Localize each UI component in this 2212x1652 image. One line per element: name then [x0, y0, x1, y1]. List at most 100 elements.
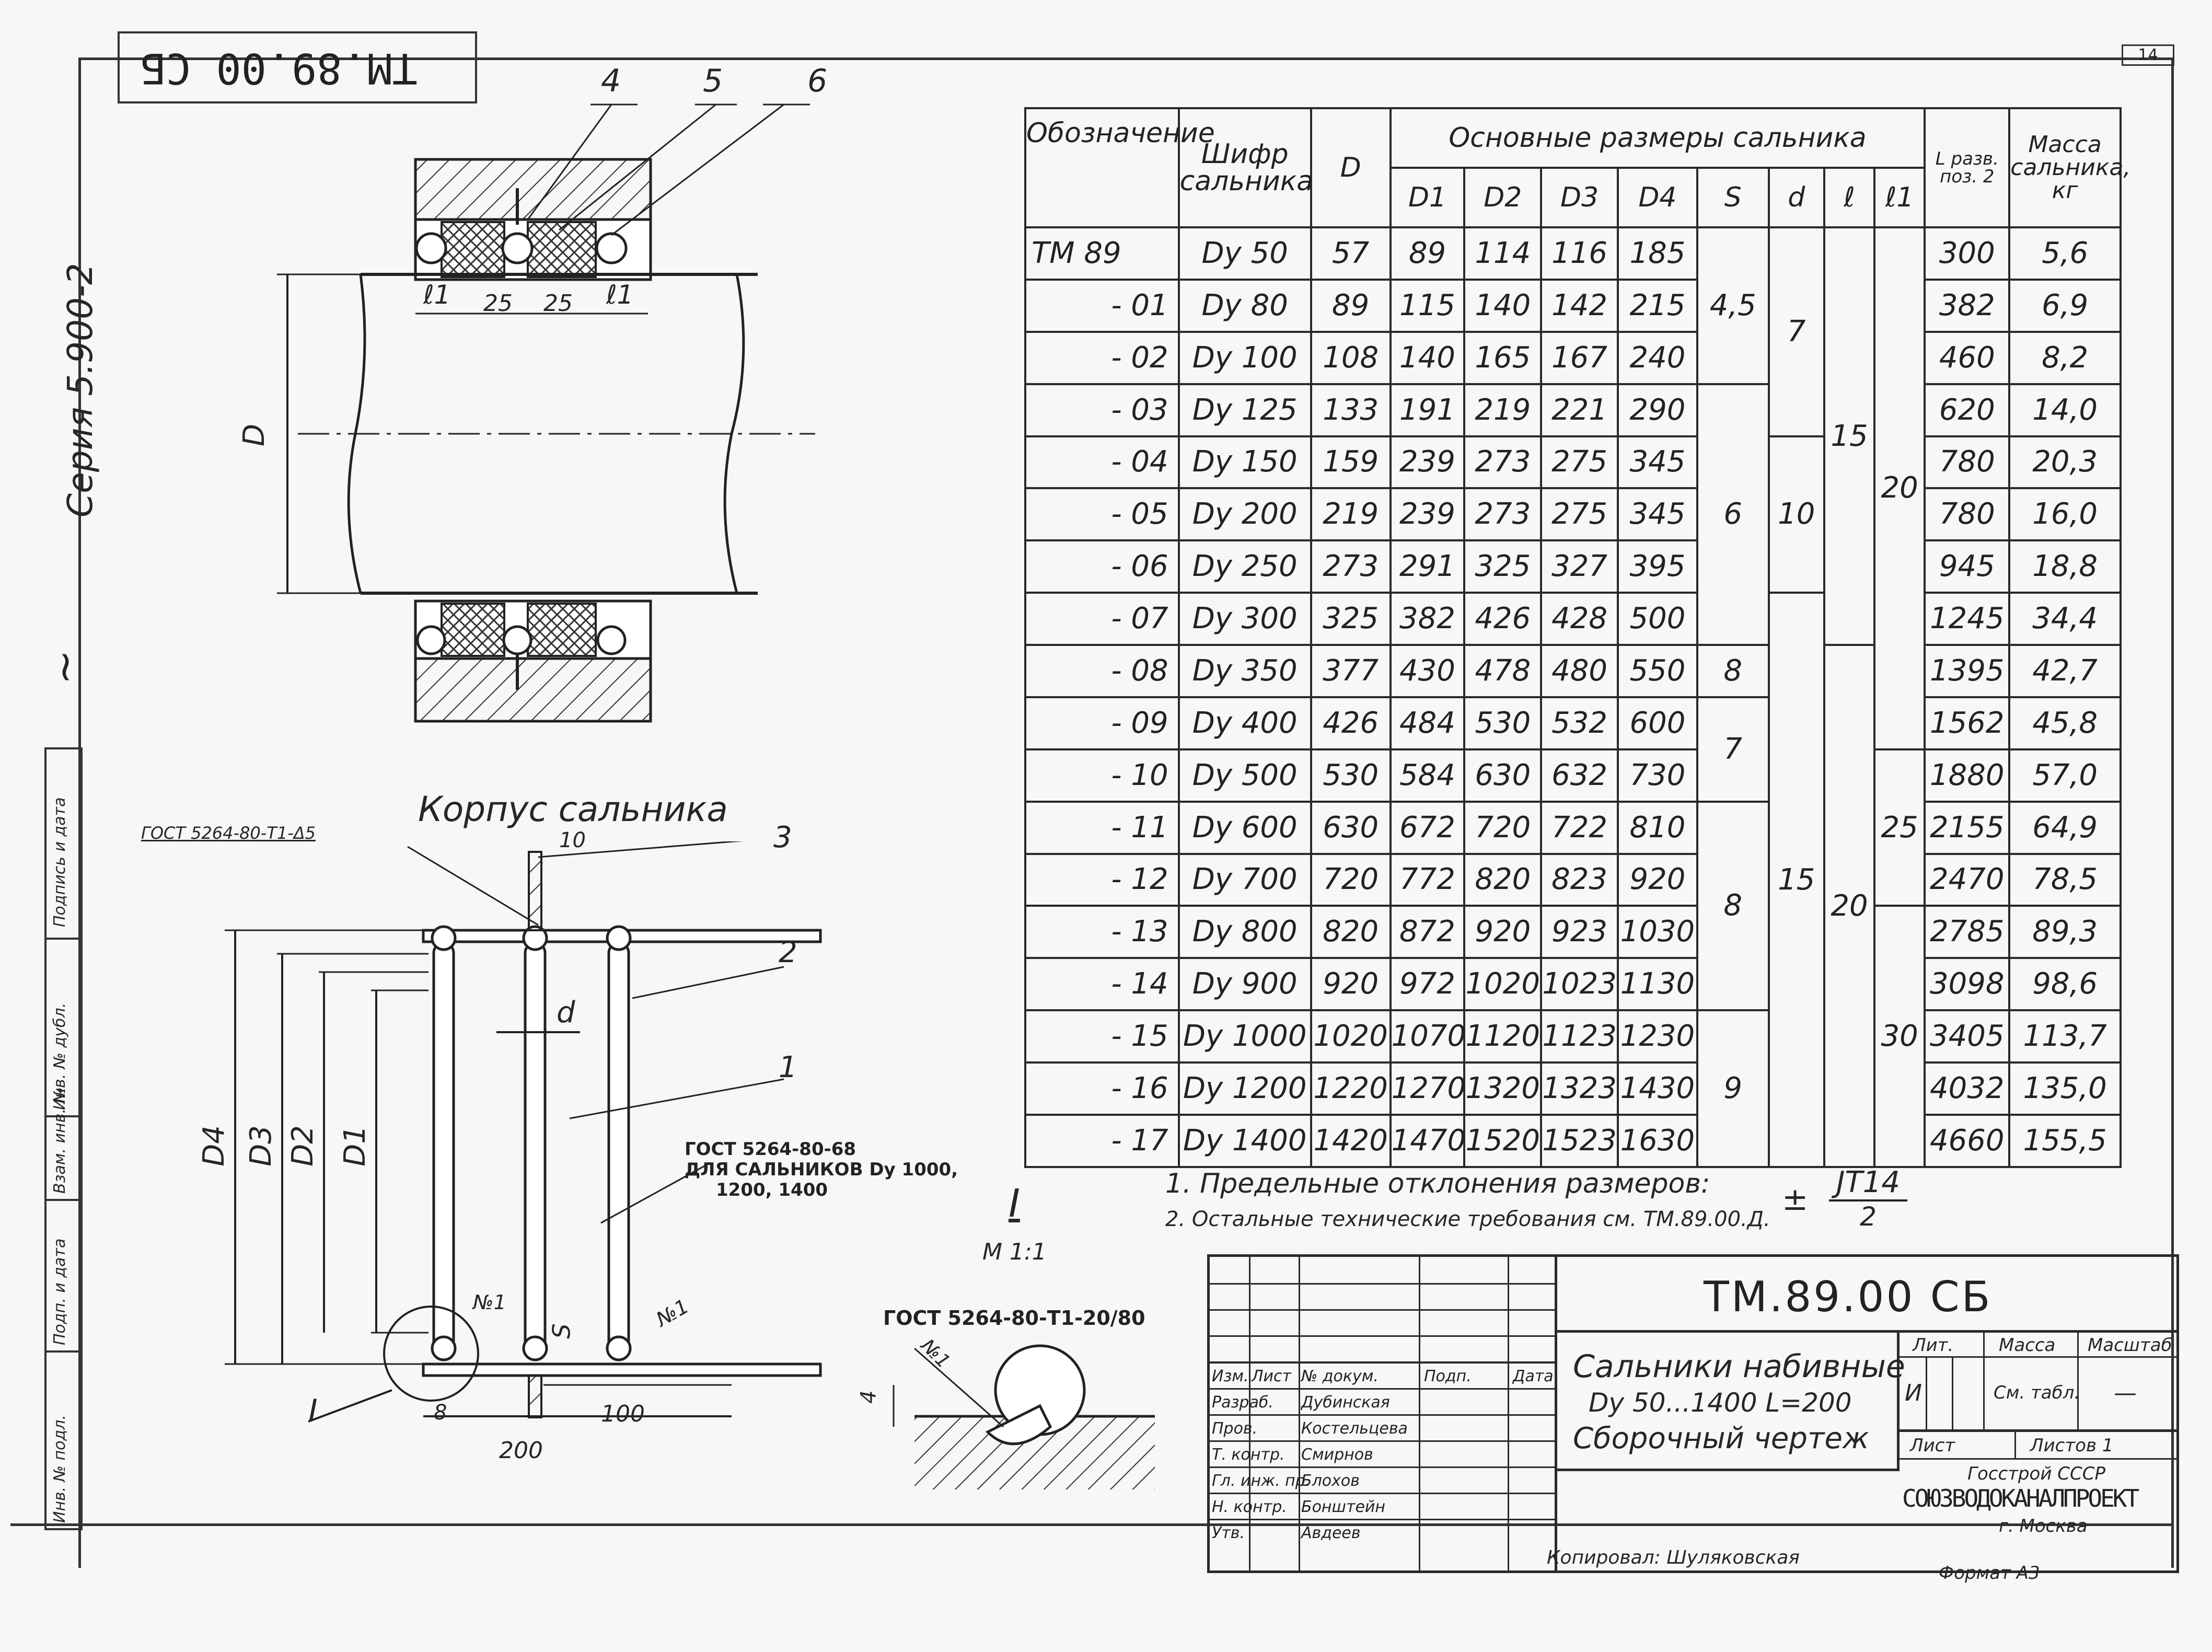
revision-empty-rows	[1210, 1257, 1555, 1364]
cell-des: - 17	[1024, 1113, 1180, 1169]
table-row: - 04 Dу 150 159 239 273 275 345 10 780 2…	[1024, 435, 2122, 594]
th-D2: D2	[1463, 167, 1543, 228]
head-doc: № докум.	[1301, 1367, 1379, 1385]
cell-D: 820	[1310, 905, 1392, 960]
cell-mass: 45,8	[2008, 696, 2122, 750]
cell-D: 630	[1310, 800, 1392, 855]
cell-D: 108	[1310, 330, 1392, 385]
tolerance-sign: ±	[1782, 1181, 1809, 1218]
cell-des: - 12	[1024, 852, 1180, 907]
cell-cipher: Dу 700	[1177, 852, 1312, 907]
th-D: D	[1310, 107, 1392, 228]
cell-D3: 1523	[1540, 1113, 1619, 1169]
person-name: Бонштейн	[1301, 1498, 1386, 1516]
dim-D3: D3	[244, 1125, 278, 1166]
cell-cipher: Dу 250	[1177, 539, 1312, 594]
cell-L: 3405	[1924, 1009, 2011, 1064]
cell-mass: 6,9	[2008, 278, 2122, 333]
cell-des: - 14	[1024, 957, 1180, 1012]
th-D1: D1	[1389, 167, 1466, 228]
cell-D3: 722	[1540, 800, 1619, 855]
detail-view-drawing	[893, 1344, 1155, 1489]
cell-D2: 1120	[1463, 1009, 1543, 1064]
table-row: - 09 Dу 400 426 484 530 532 600 7 1562 4…	[1024, 696, 2122, 803]
cell-L: 1562	[1924, 696, 2011, 750]
cell-D: 426	[1310, 696, 1392, 750]
cell-cipher: Dу 800	[1177, 905, 1312, 960]
cell-D2: 325	[1463, 539, 1543, 594]
spec-table: Обозначение Шифр сальника D Основные раз…	[1024, 107, 2130, 1169]
cell-des: - 09	[1024, 696, 1180, 750]
cell-D: 89	[1310, 278, 1392, 333]
frame-right	[2171, 57, 2174, 1568]
cell-D4: 500	[1617, 592, 1698, 646]
view-scale: М 1:1	[982, 1239, 1047, 1265]
cell-D4: 1130	[1617, 957, 1698, 1012]
cell-S: 9	[1696, 1009, 1770, 1168]
cell-D2: 920	[1463, 905, 1543, 960]
dim-10: 10	[559, 828, 586, 852]
cell-cipher: Dу 200	[1177, 487, 1312, 542]
cell-L: 460	[1924, 330, 2011, 385]
cell-l1: 20	[1873, 226, 1926, 750]
cell-D3: 923	[1540, 905, 1619, 960]
sheet-org-cell: Лист Листов 1 Госстрой СССР СОЮЗВОДОКАНА…	[1900, 1432, 2176, 1570]
cell-D3: 480	[1540, 644, 1619, 698]
frame-bottom	[10, 1523, 2174, 1526]
cell-D1: 772	[1389, 852, 1466, 907]
detail-dim: 4	[856, 1390, 881, 1404]
side-strip-3: Взам. инв. №	[51, 1087, 69, 1194]
dim-25-b: 25	[543, 290, 573, 317]
person-role: Т. контр.	[1212, 1446, 1285, 1464]
stamp-box: ТМ.89.00 СБ	[118, 31, 477, 103]
note-2: 2. Остальные технические требования см. …	[1165, 1207, 1770, 1231]
title-code: ТМ.89.00 СБ	[1704, 1273, 1993, 1321]
person-row: Утв. Авдеев	[1210, 1521, 1555, 1545]
th-l: ℓ	[1823, 167, 1876, 228]
table-row: - 13 Dу 800 820 872 920 923 1030 30 2785…	[1024, 905, 2122, 1168]
cell-D1: 382	[1389, 592, 1466, 646]
cell-D1: 672	[1389, 800, 1466, 855]
cell-cipher: Dу 300	[1177, 592, 1312, 646]
cell-cipher: Dу 1000	[1177, 1009, 1312, 1064]
cell-D: 133	[1310, 383, 1392, 437]
org-line-1: Госстрой СССР	[1967, 1463, 2105, 1484]
title-name-1: Сальники набивные	[1573, 1348, 1905, 1385]
gost-detail: ГОСТ 5264-80-Т1-20/80	[883, 1307, 1145, 1330]
series-label: Серия 5.900-2	[60, 263, 100, 517]
cell-cipher: Dу 80	[1177, 278, 1312, 333]
cell-mass: 155,5	[2008, 1113, 2122, 1169]
gost-mid-line3: 1200, 1400	[716, 1180, 828, 1201]
callout-4: 4	[601, 63, 621, 99]
cell-D1: 1070	[1389, 1009, 1466, 1064]
person-name: Смирнов	[1301, 1446, 1373, 1464]
mass-label: Масса	[1999, 1335, 2056, 1356]
cell-D4: 215	[1617, 278, 1698, 333]
dim-100: 100	[601, 1401, 645, 1427]
cell-D3: 532	[1540, 696, 1619, 750]
person-role: Утв.	[1212, 1524, 1245, 1542]
cell-des: - 10	[1024, 748, 1180, 803]
cell-l1: 25	[1873, 748, 1926, 907]
sheet-number: 14	[2122, 44, 2174, 66]
person-row: Разраб. Дубинская	[1210, 1390, 1555, 1416]
cell-D1: 239	[1389, 487, 1466, 542]
cell-D1: 291	[1389, 539, 1466, 594]
upper-section-drawing	[277, 103, 815, 723]
cell-S: 8	[1696, 800, 1770, 1012]
section-mark: I	[308, 1393, 318, 1429]
cell-D1: 972	[1389, 957, 1466, 1012]
table-row: - 12 Dу 700 720 772 820 823 920 2470 78,…	[1024, 852, 2122, 907]
cell-mass: 5,6	[2008, 226, 2122, 281]
cell-D: 325	[1310, 592, 1392, 646]
cell-des: - 07	[1024, 592, 1180, 646]
cell-l: 15	[1823, 226, 1876, 646]
dim-l1-left: ℓ1	[423, 280, 451, 310]
th-d: d	[1767, 167, 1825, 228]
table-row: - 02 Dу 100 108 140 165 167 240 460 8,2	[1024, 330, 2122, 385]
person-name: Блохов	[1301, 1472, 1360, 1490]
table-row: - 03 Dу 125 133 191 219 221 290 6 620 14…	[1024, 383, 2122, 646]
table-row: ТМ 89 Dу 50 57 89 114 116 185 4,5 7 15 2…	[1024, 226, 2122, 750]
cell-D2: 630	[1463, 748, 1543, 803]
cell-des: - 05	[1024, 487, 1180, 542]
